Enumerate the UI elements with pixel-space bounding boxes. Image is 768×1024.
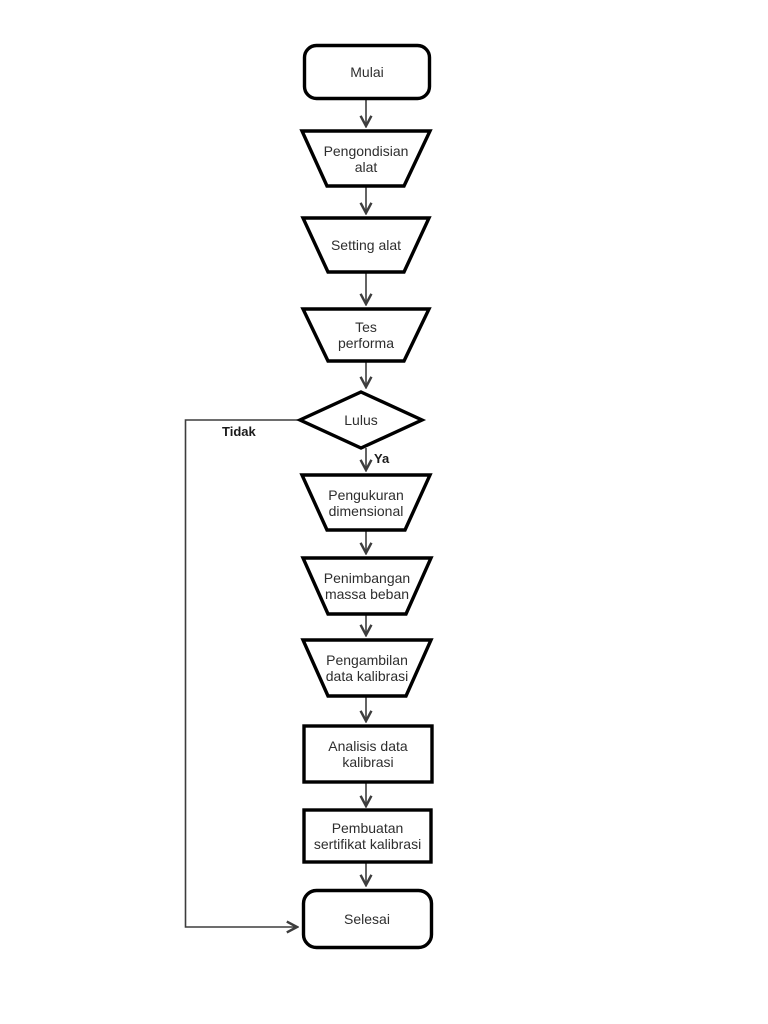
node-penimbangan-massa-beban-shape bbox=[300, 556, 434, 616]
node-analisis-data-kalibrasi-shape bbox=[302, 724, 434, 784]
node-lulus-shape bbox=[295, 390, 427, 450]
node-pembuatan-sertifikat-kalibrasi-shape bbox=[302, 808, 433, 864]
connector-lulus-selesai-tidak bbox=[184, 419, 300, 927]
node-mulai-shape bbox=[302, 43, 432, 101]
node-pengukuran-dimensional-shape bbox=[299, 473, 433, 532]
node-tes-performa-shape bbox=[300, 307, 432, 363]
node-selesai-shape bbox=[301, 888, 434, 950]
node-pengondisian-alat-shape bbox=[299, 129, 433, 188]
node-setting-alat-shape bbox=[300, 216, 432, 274]
node-pengambilan-data-kalibrasi-shape bbox=[300, 638, 434, 698]
